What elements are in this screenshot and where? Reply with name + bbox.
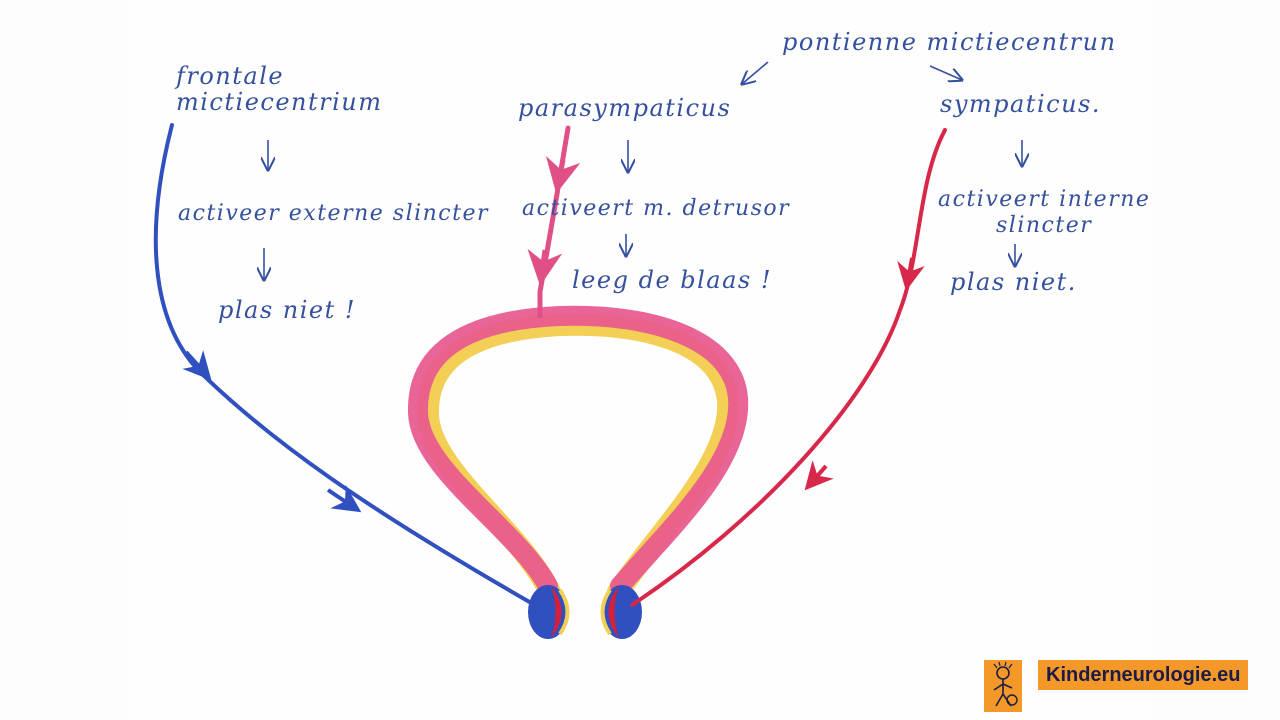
label-parasympathetic: parasympaticus [518, 94, 731, 122]
label-empty-bladder: leeg de blaas ! [572, 266, 772, 294]
parasympathetic-arrow-2 [527, 248, 563, 286]
sympathetic-arrow-2 [804, 460, 834, 491]
sympathetic-pathway [630, 128, 947, 607]
label-pontine-center: pontienne mictiecentrun [782, 28, 1117, 56]
ink-arrows [264, 61, 1022, 280]
label-no-pee-left: plas niet ! [218, 296, 356, 324]
label-internal-line1: activeert interne [938, 187, 1150, 212]
somatic-arrow-1 [182, 350, 212, 381]
label-sympathetic: sympaticus. [940, 90, 1101, 118]
bladder-wall-inner [416, 313, 740, 603]
bladder [407, 289, 749, 603]
sympathetic-arrow-1 [897, 257, 925, 292]
child-figure-icon [993, 661, 1018, 707]
label-detrusor: activeert m. detrusor [522, 196, 790, 221]
sphincter-right [600, 585, 642, 639]
somatic-arrow-2 [326, 485, 362, 513]
label-internal-line2: slincter [996, 213, 1092, 238]
bladder-wall [407, 305, 749, 596]
brand-logo[interactable] [984, 660, 1022, 712]
somatic-pathway [153, 123, 542, 610]
label-frontal-line1: frontale [174, 62, 284, 90]
label-no-pee-right: plas niet. [950, 268, 1077, 296]
arrow-pontine-to-parasympathetic [742, 61, 769, 84]
label-frontal-line2: mictiecentrium [176, 88, 383, 116]
parasympathetic-arrow-1 [545, 155, 581, 194]
sphincter-left [528, 585, 570, 639]
brand-name[interactable]: Kinderneurologie.eu [1038, 660, 1249, 690]
arrow-pontine-to-sympathetic [929, 65, 962, 80]
label-external-sphincter: activeer externe slincter [178, 201, 489, 226]
